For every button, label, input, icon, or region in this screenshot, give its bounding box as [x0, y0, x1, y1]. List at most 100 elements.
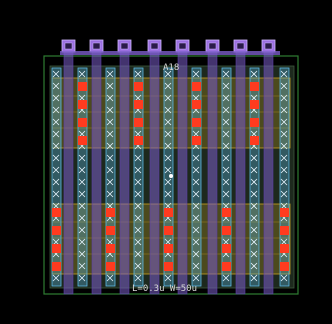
poly-via-7: [264, 42, 273, 50]
contact: [192, 136, 201, 145]
via-cross: [192, 154, 200, 162]
via-cross: [52, 94, 60, 102]
via-cross: [280, 154, 288, 162]
via-cross: [164, 94, 172, 102]
contact: [250, 136, 259, 145]
contact: [106, 244, 115, 253]
via-cross: [164, 118, 172, 126]
contact: [280, 208, 289, 217]
via-cross: [164, 130, 172, 138]
metal1-strip-4: [163, 67, 174, 287]
poly-connector-bar: [60, 51, 280, 55]
contact: [280, 226, 289, 235]
contact: [134, 136, 143, 145]
poly-finger-7: [263, 49, 274, 295]
contact: [106, 262, 115, 271]
contact: [78, 136, 87, 145]
contact: [280, 244, 289, 253]
via-cross: [192, 70, 200, 78]
contact: [250, 82, 259, 91]
via-cross: [222, 130, 230, 138]
poly-via-2: [120, 42, 129, 50]
via-cross: [192, 274, 200, 282]
via-cross: [250, 202, 258, 210]
contact: [52, 208, 61, 217]
via-cross: [250, 274, 258, 282]
via-cross: [222, 166, 230, 174]
via-cross: [192, 226, 200, 234]
via-cross: [164, 166, 172, 174]
via-cross: [134, 70, 142, 78]
poly-via-1: [92, 42, 101, 50]
via-cross: [78, 238, 86, 246]
via-cross: [164, 142, 172, 150]
contact: [250, 100, 259, 109]
via-cross: [78, 274, 86, 282]
via-cross: [164, 82, 172, 90]
metal1-strip-6: [221, 67, 232, 287]
contact: [52, 262, 61, 271]
contact: [164, 226, 173, 235]
via-cross: [52, 190, 60, 198]
contact: [222, 208, 231, 217]
contact: [134, 100, 143, 109]
via-cross: [164, 70, 172, 78]
via-cross: [52, 118, 60, 126]
contact: [222, 226, 231, 235]
contact: [222, 244, 231, 253]
metal1-strip-1: [77, 67, 88, 287]
via-cross: [164, 106, 172, 114]
via-cross: [134, 238, 142, 246]
via-cross: [106, 106, 114, 114]
via-cross: [78, 262, 86, 270]
via-cross: [134, 202, 142, 210]
contact: [78, 118, 87, 127]
via-cross: [106, 130, 114, 138]
via-cross: [52, 70, 60, 78]
via-cross: [134, 190, 142, 198]
cell-boundary: [43, 55, 299, 295]
via-cross: [106, 274, 114, 282]
via-cross: [192, 250, 200, 258]
via-cross: [250, 214, 258, 222]
origin-marker: [169, 174, 173, 178]
via-cross: [106, 82, 114, 90]
via-cross: [78, 154, 86, 162]
via-cross: [78, 166, 86, 174]
poly-via-0: [64, 42, 73, 50]
via-cross: [192, 202, 200, 210]
via-cross: [106, 118, 114, 126]
via-cross: [222, 178, 230, 186]
metal1-strip-5: [191, 67, 202, 287]
metal1-strip-7: [249, 67, 260, 287]
contact: [192, 100, 201, 109]
contact: [164, 262, 173, 271]
poly-via-3: [150, 42, 159, 50]
contact: [106, 208, 115, 217]
via-cross: [280, 142, 288, 150]
via-cross: [222, 106, 230, 114]
poly-finger-5: [207, 49, 218, 295]
contact: [52, 226, 61, 235]
via-cross: [250, 166, 258, 174]
via-cross: [192, 190, 200, 198]
metal1-strip-8: [279, 67, 290, 287]
via-cross: [106, 178, 114, 186]
poly-finger-2: [119, 49, 130, 295]
via-cross: [280, 70, 288, 78]
via-cross: [52, 106, 60, 114]
via-cross: [52, 130, 60, 138]
contact: [134, 82, 143, 91]
via-cross: [280, 274, 288, 282]
contact: [192, 118, 201, 127]
contact: [280, 262, 289, 271]
via-cross: [78, 202, 86, 210]
via-cross: [106, 142, 114, 150]
via-cross: [280, 106, 288, 114]
via-cross: [106, 70, 114, 78]
via-cross: [164, 154, 172, 162]
metal1-strip-0: [51, 67, 62, 287]
contact: [192, 82, 201, 91]
via-cross: [250, 178, 258, 186]
